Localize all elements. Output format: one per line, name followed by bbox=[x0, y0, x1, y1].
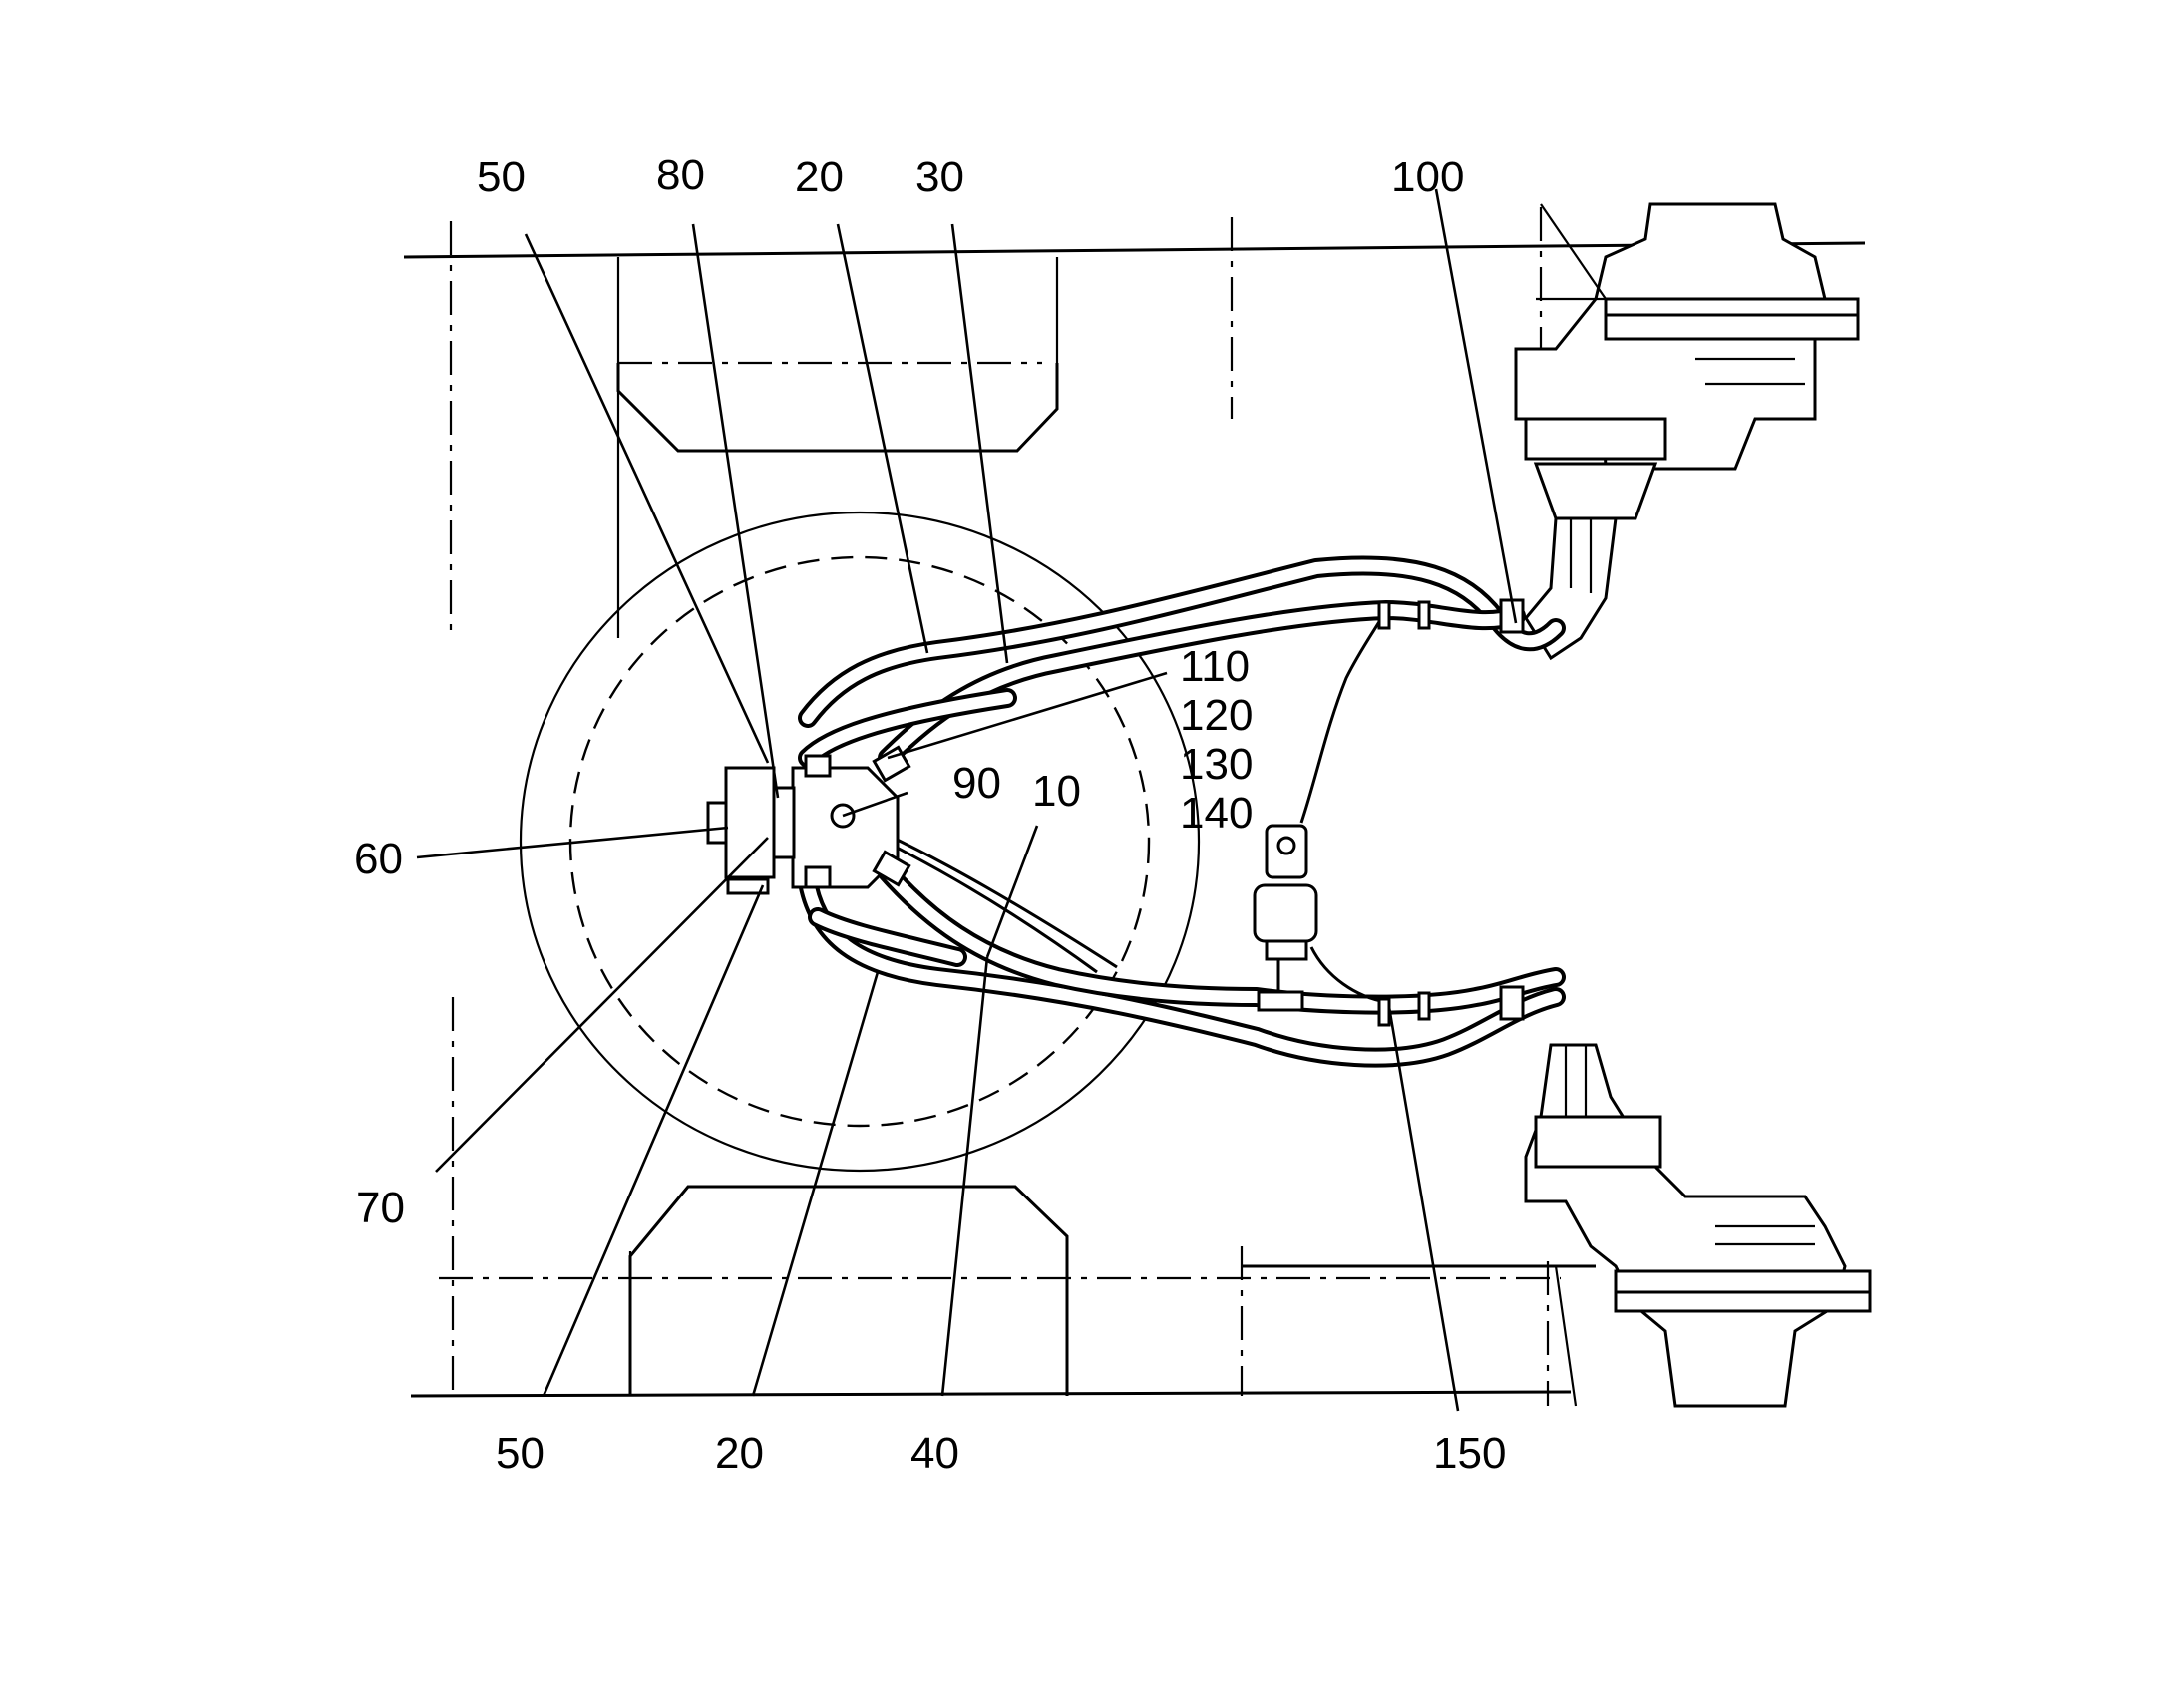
label-60: 60 bbox=[354, 835, 403, 883]
label-10: 10 bbox=[1032, 767, 1081, 816]
label-20-top: 20 bbox=[795, 153, 844, 201]
label-80: 80 bbox=[656, 151, 705, 199]
leader-lines bbox=[416, 188, 1518, 1412]
hose-assembly bbox=[798, 555, 1566, 1068]
label-150: 150 bbox=[1433, 1429, 1506, 1478]
label-40: 40 bbox=[910, 1429, 959, 1478]
label-30: 30 bbox=[915, 153, 964, 201]
label-20-bottom: 20 bbox=[715, 1429, 764, 1478]
clamps bbox=[1377, 598, 1525, 1027]
upper-right-actuator bbox=[1514, 202, 1860, 661]
chassis-frame bbox=[403, 207, 1866, 1406]
label-90: 90 bbox=[952, 759, 1001, 808]
label-50-bottom: 50 bbox=[496, 1429, 545, 1478]
pressure-sensor bbox=[1253, 609, 1388, 1012]
lower-right-actuator bbox=[1524, 1043, 1872, 1408]
label-110: 110 bbox=[1180, 642, 1250, 691]
label-130: 130 bbox=[1180, 740, 1253, 789]
valve-block bbox=[706, 745, 911, 895]
label-120: 120 bbox=[1180, 691, 1253, 740]
label-140: 140 bbox=[1180, 789, 1253, 838]
label-100: 100 bbox=[1391, 153, 1464, 201]
label-50-top: 50 bbox=[477, 153, 526, 201]
reference-labels: 50 80 20 30 100 110 120 130 140 90 10 60… bbox=[354, 151, 1506, 1478]
label-70: 70 bbox=[356, 1184, 405, 1232]
